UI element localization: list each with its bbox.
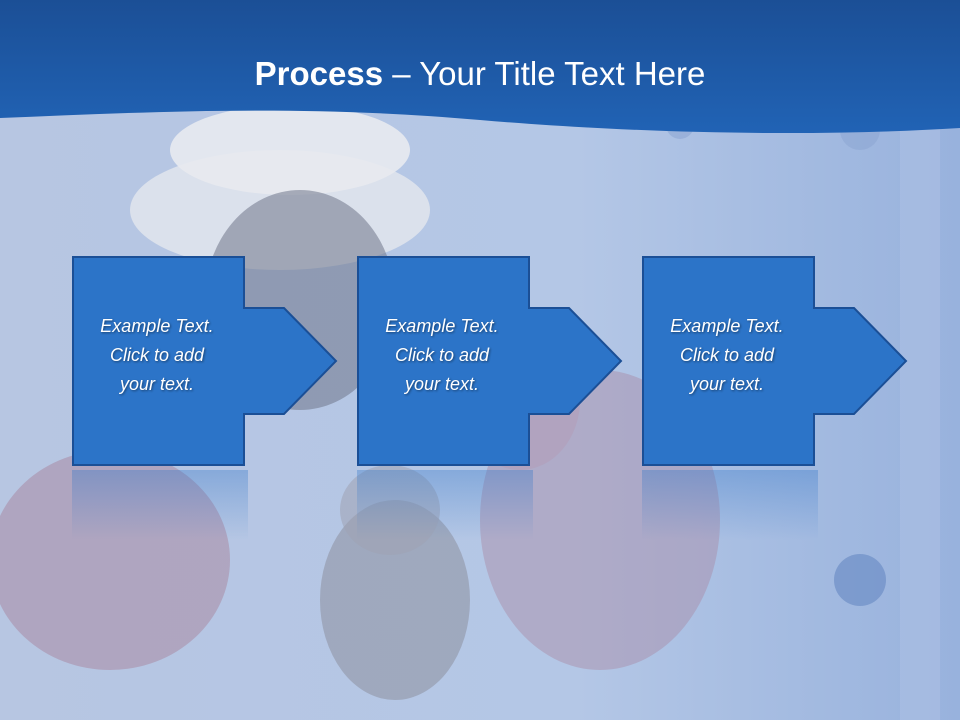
step-reflection <box>72 470 248 540</box>
title-bold: Process <box>254 55 384 92</box>
arrow-block-shape <box>72 256 338 466</box>
title-rest: – Your Title Text Here <box>383 55 706 92</box>
process-step-2[interactable]: Example Text. Click to add your text. <box>357 256 625 468</box>
step-reflection <box>357 470 533 540</box>
step-text: Example Text. Click to add your text. <box>670 316 784 394</box>
slide-title[interactable]: Process – Your Title Text Here <box>0 52 960 96</box>
step-reflection <box>642 470 818 540</box>
process-step-3[interactable]: Example Text. Click to add your text. <box>642 256 910 468</box>
step-text: Example Text. Click to add your text. <box>100 316 214 394</box>
arrow-block-shape <box>357 256 623 466</box>
title-band <box>0 0 960 134</box>
step-text: Example Text. Click to add your text. <box>385 316 499 394</box>
arrow-block-shape <box>642 256 908 466</box>
process-step-1[interactable]: Example Text. Click to add your text. <box>72 256 340 468</box>
